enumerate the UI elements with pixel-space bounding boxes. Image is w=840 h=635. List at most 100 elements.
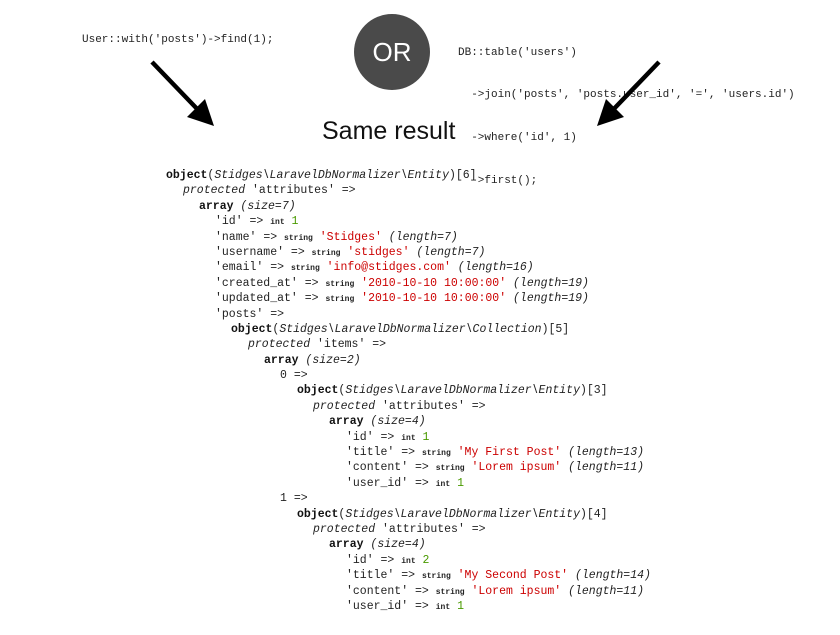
type-token: string [311, 248, 341, 258]
field-value: '2010-10-10 10:00:00' [361, 292, 507, 306]
dump-line: 'content' => string 'Lorem ipsum' (lengt… [166, 460, 651, 475]
query-eloquent: User::with('posts')->find(1); [82, 34, 274, 46]
dump-token: ) [579, 507, 587, 521]
dump-line: protected 'attributes' => [166, 522, 651, 537]
dump-line: 1 => [166, 491, 651, 506]
arrow-token: => [415, 461, 429, 475]
arrow-token: => [341, 184, 356, 198]
arrow-token: => [372, 338, 387, 352]
right-arrow-icon [597, 60, 661, 126]
array-keyword: array [264, 353, 299, 367]
arrow-token: => [415, 599, 429, 613]
type-token: string [435, 464, 465, 474]
property-name: 'attributes' [382, 522, 465, 536]
property-name: 'items' [317, 338, 366, 352]
visibility: protected [248, 338, 311, 352]
visibility: protected [313, 399, 376, 413]
object-id: [5] [548, 322, 570, 336]
dump-token: ( [338, 507, 346, 521]
type-token: string [325, 295, 355, 305]
string-length: (length=11) [568, 461, 645, 475]
dump-line: 'updated_at' => string '2010-10-10 10:00… [166, 291, 651, 306]
field-key: 'content' [346, 584, 409, 598]
dump-line: array (size=4) [166, 414, 651, 429]
dump-line: 'user_id' => int 1 [166, 476, 651, 491]
object-id: [6] [455, 169, 477, 182]
arrow-token: => [304, 276, 319, 290]
class-name: Stidges\LaravelDbNormalizer\Entity [345, 507, 580, 521]
field-key: 'email' [215, 261, 264, 275]
type-token: string [284, 233, 313, 243]
field-value: 'Lorem ipsum' [471, 461, 562, 475]
type-token: int [401, 556, 416, 566]
dump-line: object(Stidges\LaravelDbNormalizer\Entit… [166, 507, 651, 522]
dump-token: ) [448, 169, 456, 182]
field-key: 'name' [215, 230, 257, 244]
type-token: int [435, 479, 451, 489]
field-key: 'created_at' [215, 276, 298, 290]
array-index: 0 [280, 369, 287, 383]
type-token: int [401, 433, 416, 443]
arrow-token: => [380, 430, 395, 444]
string-length: (length=13) [568, 446, 645, 460]
property-name: 'attributes' [382, 399, 465, 413]
field-value: 'My Second Post' [457, 569, 569, 583]
field-key: 'title' [346, 569, 395, 583]
dump-line: 'id' => int 2 [166, 553, 651, 568]
dump-token: ) [579, 384, 587, 398]
type-token: int [435, 602, 451, 612]
dump-line: object(Stidges\LaravelDbNormalizer\Entit… [166, 383, 651, 398]
property-name: 'attributes' [252, 184, 335, 198]
arrow-token: => [415, 476, 429, 490]
dump-line: 'title' => string 'My Second Post' (leng… [166, 568, 651, 583]
dump-line: 'created_at' => string '2010-10-10 10:00… [166, 276, 651, 291]
field-value: 1 [457, 476, 464, 490]
dump-token: ) [541, 322, 549, 336]
left-arrow-icon [150, 60, 214, 126]
type-token: int [270, 218, 285, 228]
arrow-token: => [401, 569, 416, 583]
array-size: (size=4) [370, 538, 426, 552]
arrow-token: => [293, 492, 308, 506]
type-token: string [421, 572, 451, 582]
field-value: 1 [422, 430, 430, 444]
object-keyword: object [231, 322, 273, 336]
class-name: Stidges\LaravelDbNormalizer\Collection [279, 322, 542, 336]
field-key: 'user_id' [346, 476, 409, 490]
arrow-token: => [471, 399, 486, 413]
array-size: (size=4) [370, 415, 426, 429]
arrow-token: => [263, 230, 278, 244]
class-name: Stidges\LaravelDbNormalizer\Entity [345, 384, 580, 398]
field-value: 1 [291, 215, 299, 229]
string-length: (length=7) [388, 230, 458, 244]
dump-line: 'user_id' => int 1 [166, 599, 651, 614]
array-keyword: array [199, 199, 234, 213]
array-size: (size=2) [305, 353, 361, 367]
result-heading: Same result [322, 117, 456, 145]
array-keyword: array [329, 415, 364, 429]
query-builder-line: DB::table('users') [458, 46, 577, 59]
dump-token: ( [207, 169, 215, 182]
dump-line: protected 'items' => [166, 337, 651, 352]
string-length: (length=11) [568, 584, 645, 598]
dump-line: 'posts' => [166, 307, 651, 322]
array-size: (size=7) [240, 199, 296, 213]
or-label: OR [372, 36, 412, 67]
field-value: 'Lorem ipsum' [471, 584, 562, 598]
dump-line: 'id' => int 1 [166, 430, 651, 445]
arrow-token: => [249, 215, 264, 229]
dump-line: object(Stidges\LaravelDbNormalizer\Entit… [166, 168, 651, 183]
dump-token: ( [338, 384, 346, 398]
field-key: 'username' [215, 245, 285, 259]
field-key: 'id' [346, 430, 374, 444]
field-value: 2 [422, 553, 430, 567]
arrow-token: => [471, 522, 486, 536]
field-key: 'title' [346, 446, 395, 460]
field-key: 'updated_at' [215, 292, 298, 306]
type-token: string [435, 587, 465, 597]
dump-line: 'content' => string 'Lorem ipsum' (lengt… [166, 584, 651, 599]
field-value: 'info@stidges.com' [326, 261, 451, 275]
type-token: string [290, 264, 320, 274]
object-keyword: object [297, 384, 339, 398]
